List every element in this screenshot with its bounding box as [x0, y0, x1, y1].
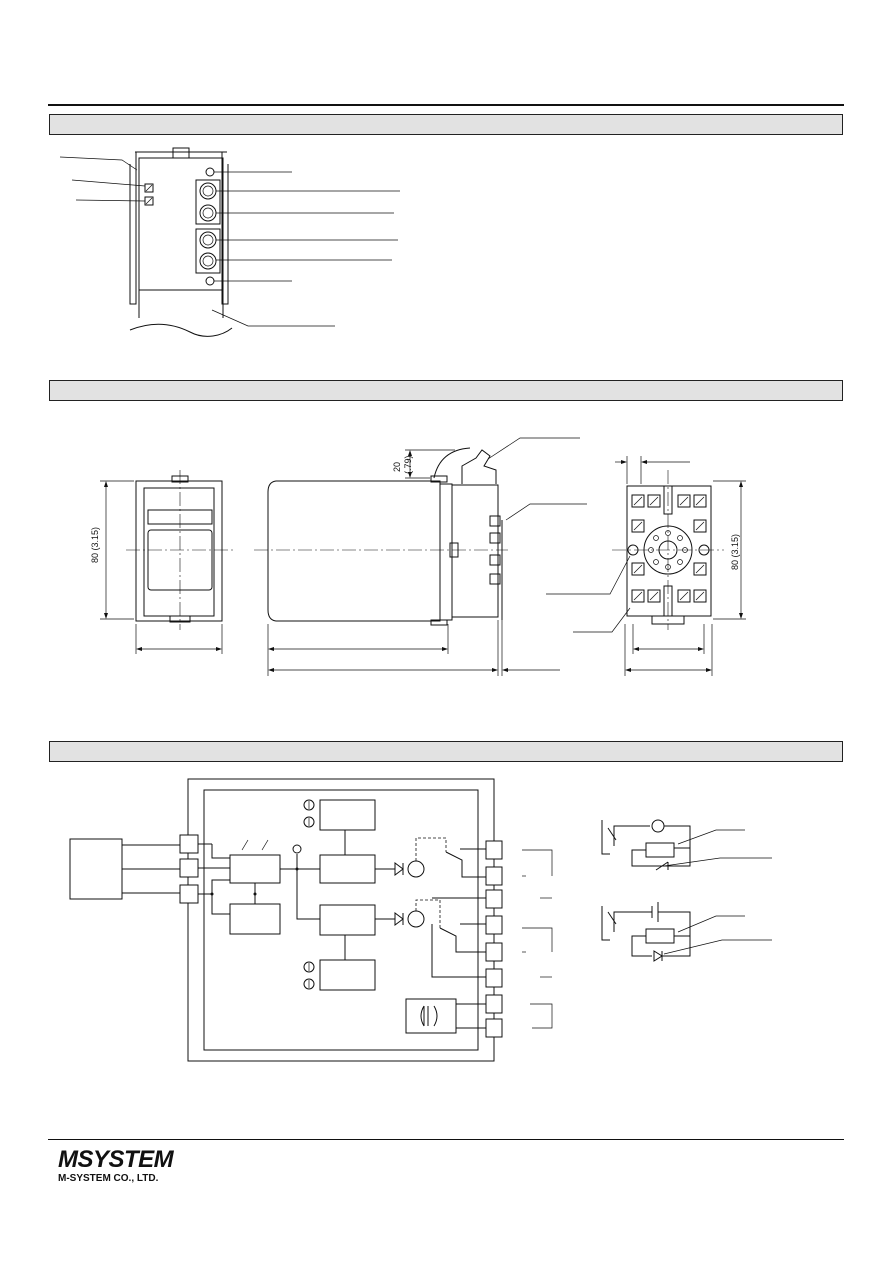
dim-height-right: 80 (3.15): [730, 534, 740, 570]
adjust-screws-left: [144, 183, 154, 206]
adjust-knobs: [303, 799, 315, 990]
setpoint-block-1: [319, 799, 376, 831]
company-logo: MSYSTEM M-SYSTEM CO., LTD.: [58, 1146, 174, 1185]
front-outline-dim: [126, 470, 236, 630]
side-leaders: [487, 437, 587, 521]
relay-drivers: [394, 860, 425, 928]
schematic-diagram: [69, 778, 772, 1062]
footer-rule: [48, 1139, 844, 1140]
dc-load-example: [601, 902, 772, 962]
test-point: [292, 844, 302, 854]
supply-block: [405, 998, 486, 1034]
comparator-1: [319, 854, 376, 884]
input-terminals: [179, 834, 199, 904]
ac-load-example: [601, 819, 772, 871]
dim-clearance: 20: [392, 462, 402, 472]
company-name: M-SYSTEM CO., LTD.: [58, 1173, 159, 1184]
relay-contacts: [415, 837, 486, 978]
dimensions-diagram: 80 (3.15) 20 (.79): [90, 437, 746, 676]
section-bar-schematic: [49, 741, 843, 762]
width-dimension-front: [135, 624, 223, 654]
output-terminals: [485, 840, 503, 1038]
socket-outline: [612, 470, 724, 630]
front-panel-outline: [129, 147, 233, 337]
signal-wiring: [198, 830, 395, 960]
clearance-dimension: [405, 449, 455, 479]
output-brackets: [522, 849, 553, 1029]
junction-dots: [210, 867, 299, 896]
input-lines: [122, 844, 180, 894]
dim-height-left: 80 (3.15): [90, 527, 100, 563]
section-bar-dimensions: [49, 380, 843, 401]
front-view-diagram: [59, 147, 400, 337]
inner-enclosure: [203, 789, 479, 1051]
header-rule: [48, 104, 844, 106]
power-block: [229, 903, 281, 935]
amplifier-block: [229, 839, 281, 884]
logo-wordmark: MSYSTEM: [58, 1146, 174, 1173]
comparator-2: [319, 904, 376, 936]
depth-dimensions: [267, 620, 560, 676]
sensor-block: [69, 838, 123, 900]
setpoint-block-2: [319, 959, 376, 991]
dim-clearance-inch: (.79): [403, 455, 413, 474]
setting-knobs: [195, 179, 221, 274]
callout-leaders: [59, 156, 400, 327]
height-dimension-right: [713, 480, 746, 620]
section-bar-front-view: [49, 114, 843, 135]
height-dimension-left: [100, 480, 134, 620]
socket-dimensions: [615, 456, 713, 676]
side-outline: [254, 447, 508, 626]
socket-leaders: [546, 555, 631, 633]
